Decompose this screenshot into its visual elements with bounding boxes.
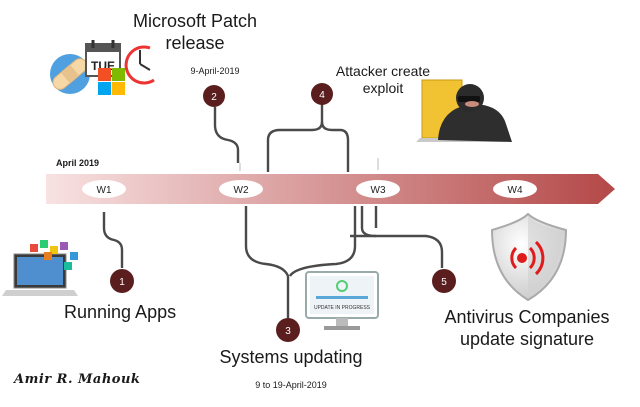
systems-updating-date: 9 to 19-April-2019 (255, 380, 327, 390)
week-marker-w1: W1 (82, 180, 126, 198)
attacker-title-line1: Attacker create (335, 63, 431, 79)
step-number: 4 (319, 90, 325, 101)
windows-logo-icon (98, 68, 125, 95)
microsoft-patch-title: Microsoft Patch release (130, 10, 260, 54)
step-number: 1 (119, 277, 125, 288)
step-circle-3: 3 (276, 318, 300, 342)
laptop-apps-icon (2, 240, 78, 296)
week-marker-w4: W4 (493, 180, 537, 198)
step-circle-5: 5 (432, 269, 456, 293)
week-label: W1 (97, 185, 112, 196)
update-monitor-icon: UPDATE IN PROGRESS (305, 271, 379, 330)
timeline-arrow (46, 174, 615, 204)
hacker-icon (416, 79, 512, 142)
step-number: 3 (285, 326, 291, 337)
systems-updating-title: Systems updating (219, 347, 363, 367)
attacker-title-line2: exploit (362, 80, 404, 96)
clock-icon (124, 45, 155, 85)
step-circle-2: 2 (203, 85, 225, 107)
antivirus-title-line1: Antivirus Companies (444, 307, 610, 327)
antivirus-title: Antivirus Companies update signature (432, 306, 622, 350)
step-number: 5 (441, 277, 447, 288)
step-circle-1: 1 (110, 269, 134, 293)
patch-icon (50, 54, 90, 94)
week-label: W2 (234, 185, 249, 196)
update-status-text: UPDATE IN PROGRESS (314, 305, 371, 311)
microsoft-patch-title-line1: Microsoft Patch (132, 11, 258, 31)
week-label: W4 (508, 185, 523, 196)
microsoft-patch-date: 9-April-2019 (190, 66, 240, 76)
running-apps-title: Running Apps (64, 302, 177, 322)
step-circle-4: 4 (311, 83, 333, 105)
shield-icon (490, 212, 568, 302)
week-label: W3 (371, 185, 386, 196)
month-label: April 2019 (56, 158, 100, 168)
antivirus-title-line2: update signature (459, 329, 595, 349)
week-marker-w3: W3 (356, 180, 400, 198)
step-number: 2 (211, 92, 217, 103)
connector-lines (102, 104, 444, 318)
attacker-title: Attacker create exploit (318, 63, 448, 97)
microsoft-patch-title-line2: release (165, 33, 225, 53)
week-marker-w2: W2 (219, 180, 263, 198)
author-signature: Amir R. Mahouk (14, 372, 141, 387)
